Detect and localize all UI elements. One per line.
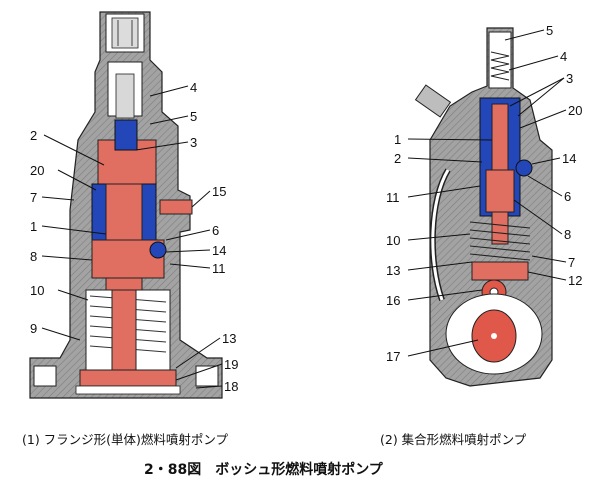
flange-pump-callouts: 4 5 3 2 20 7 15 1 6 14 8 11 10 9 13 19 1… — [30, 80, 238, 394]
label-1: 1 — [394, 132, 401, 147]
multi-pump-inlet-connector — [414, 84, 452, 118]
figure-title: 2・88図 ボッシュ形燃料噴射ポンプ — [144, 461, 384, 478]
label-11: 11 — [212, 261, 226, 276]
label-8: 8 — [564, 227, 571, 242]
flange-pump-tappet — [79, 369, 177, 387]
label-14: 14 — [212, 243, 226, 258]
label-10: 10 — [30, 283, 44, 298]
label-2: 2 — [30, 128, 37, 143]
label-13: 13 — [386, 263, 400, 278]
label-7: 7 — [30, 190, 37, 205]
label-20: 20 — [568, 103, 582, 118]
multi-pump-delivery-valve-holder — [488, 31, 512, 89]
multi-pump-drawing — [414, 27, 553, 387]
label-12: 12 — [568, 273, 582, 288]
multi-pump-callouts: 5 4 3 20 1 2 14 11 6 8 10 13 7 12 16 17 — [386, 23, 582, 364]
label-11: 11 — [386, 190, 400, 205]
label-3: 3 — [190, 135, 197, 150]
label-19: 19 — [224, 357, 238, 372]
label-2: 2 — [394, 151, 401, 166]
label-14: 14 — [562, 151, 576, 166]
label-9: 9 — [30, 321, 37, 336]
label-8: 8 — [30, 249, 37, 264]
label-15: 15 — [212, 184, 226, 199]
label-6: 6 — [212, 223, 219, 238]
label-17: 17 — [386, 349, 400, 364]
multi-pump-plunger-spring — [469, 221, 531, 261]
label-1: 1 — [30, 219, 37, 234]
multi-pump-tappet — [471, 261, 529, 281]
label-10: 10 — [386, 233, 400, 248]
label-3: 3 — [566, 71, 573, 86]
label-4: 4 — [560, 49, 567, 64]
label-20: 20 — [30, 163, 44, 178]
label-5: 5 — [190, 109, 197, 124]
multi-pump-caption: (2) 集合形燃料噴射ポンプ — [380, 432, 527, 447]
multi-pump-control-rack-pinion — [515, 159, 533, 177]
label-16: 16 — [386, 293, 400, 308]
label-7: 7 — [568, 255, 575, 270]
label-6: 6 — [564, 189, 571, 204]
label-4: 4 — [190, 80, 197, 95]
flange-pump-control-rack-pinion — [149, 241, 167, 259]
multi-pump-delivery-spring — [490, 51, 510, 81]
label-5: 5 — [546, 23, 553, 38]
flange-pump-bleed-screw — [159, 199, 193, 215]
label-13: 13 — [222, 331, 236, 346]
flange-pump-delivery-valve — [114, 119, 138, 151]
flange-pump-drawing — [29, 11, 223, 399]
label-18: 18 — [224, 379, 238, 394]
flange-pump-caption: (1) フランジ形(単体)燃料噴射ポンプ — [22, 432, 229, 447]
